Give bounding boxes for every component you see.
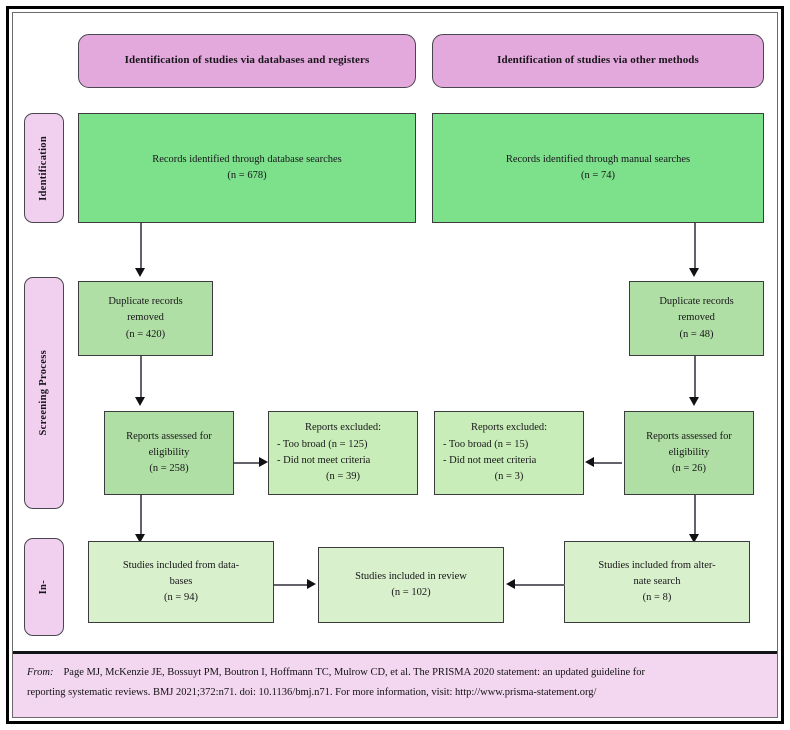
records-db-line1: Records identified through database sear… <box>152 153 342 165</box>
excluded-left-reason2-count: (n = 39) <box>326 471 360 483</box>
connector-included-db-to-review <box>274 584 309 586</box>
box-records-identified-database: Records identified through database sear… <box>78 113 416 223</box>
box-reports-assessed-right-text: Reports assessed for eligibility (n = 26… <box>633 429 745 478</box>
arrowhead-dup-right-to-assessed <box>689 397 699 406</box>
included-review-count: (n = 102) <box>391 587 431 598</box>
box-reports-excluded-right-text: Reports excluded: - Too broad (n = 15) -… <box>443 420 575 485</box>
box-records-identified-manual-text: Records identified through manual search… <box>441 152 755 185</box>
footer-citation-line2: reporting systematic reviews. BMJ 2021;3… <box>27 687 597 699</box>
arrowhead-assessed-left-to-excluded <box>259 457 268 467</box>
dup-left-line1: Duplicate records <box>108 296 183 308</box>
box-reports-assessed-left-text: Reports assessed for eligibility (n = 25… <box>113 429 225 478</box>
stage-label-identification-text: Identification <box>37 135 49 201</box>
records-manual-count: (n = 74) <box>581 170 615 181</box>
records-manual-line1: Records identified through manual search… <box>505 153 691 165</box>
connector-assessed-right-to-excluded <box>594 462 622 464</box>
excluded-right-reason1: - Too broad (n = 15) <box>443 438 529 450</box>
connector-assessed-right-to-included <box>694 495 696 537</box>
header-databases-registers-label: Identification of studies via databases … <box>124 54 370 67</box>
outer-frame <box>6 6 784 724</box>
excluded-right-reason2-count: (n = 3) <box>494 471 524 483</box>
box-studies-included-review-text: Studies included in review (n = 102) <box>327 569 495 602</box>
footer-citation-line1: Page MJ, McKenzie JE, Bossuyt PM, Boutro… <box>63 667 645 678</box>
box-reports-assessed-right: Reports assessed for eligibility (n = 26… <box>624 411 754 495</box>
included-db-line1: Studies included from data- <box>122 559 240 571</box>
arrowhead-included-alt-to-review <box>506 579 515 589</box>
assessed-left-count: (n = 258) <box>149 463 189 475</box>
excluded-left-title: Reports excluded: <box>304 422 382 434</box>
arrowhead-assessed-right-to-excluded <box>585 457 594 467</box>
connector-records-db-to-dup <box>140 223 142 271</box>
dup-right-count: (n = 48) <box>679 328 714 340</box>
box-reports-excluded-left: Reports excluded: - Too broad (n = 125) … <box>268 411 418 495</box>
connector-dup-right-to-assessed <box>694 356 696 400</box>
connector-included-alt-to-review <box>515 584 565 586</box>
footer-citation: From: Page MJ, McKenzie JE, Bossuyt PM, B… <box>13 654 777 717</box>
dup-right-line1: Duplicate records <box>659 296 734 308</box>
dup-left-line2: removed <box>127 312 164 324</box>
box-reports-excluded-left-text: Reports excluded: - Too broad (n = 125) … <box>277 420 409 485</box>
stage-label-included-text: In- <box>37 579 49 595</box>
excluded-left-reason2: - Did not meet criteria <box>277 455 371 466</box>
footer-divider <box>13 651 777 654</box>
dup-left-count: (n = 420) <box>125 328 166 340</box>
stage-label-identification: Identification <box>24 113 64 223</box>
excluded-right-title: Reports excluded: <box>470 422 548 434</box>
connector-assessed-left-to-included <box>140 495 142 537</box>
connector-records-manual-to-dup <box>694 223 696 271</box>
box-studies-included-databases-text: Studies included from data- bases (n = 9… <box>97 558 265 607</box>
header-other-methods-label: Identification of studies via other meth… <box>497 54 699 67</box>
footer-line-2: reporting systematic reviews. BMJ 2021;3… <box>27 683 763 703</box>
connector-dup-left-to-assessed <box>140 356 142 400</box>
assessed-left-line1: Reports assessed for <box>126 430 212 442</box>
included-alt-line1: Studies included from alter- <box>598 559 716 571</box>
footer-line-1: From: Page MJ, McKenzie JE, Bossuyt PM, B… <box>27 663 763 683</box>
box-records-identified-database-text: Records identified through database sear… <box>87 152 407 185</box>
arrowhead-assessed-left-to-included <box>135 534 145 543</box>
stage-label-screening: Screening Process <box>24 277 64 509</box>
footer-from-label: From: <box>27 667 54 678</box>
assessed-right-count: (n = 26) <box>672 463 706 475</box>
connector-assessed-left-to-excluded <box>234 462 261 464</box>
dup-right-line2: removed <box>678 312 715 324</box>
assessed-right-line1: Reports assessed for <box>646 430 732 442</box>
box-duplicates-removed-left: Duplicate records removed (n = 420) <box>78 281 213 356</box>
arrowhead-included-db-to-review <box>307 579 316 589</box>
header-databases-registers: Identification of studies via databases … <box>78 34 416 88</box>
arrowhead-records-manual-to-dup <box>689 268 699 277</box>
stage-label-screening-text: Screening Process <box>37 350 49 436</box>
box-reports-assessed-left: Reports assessed for eligibility (n = 25… <box>104 411 234 495</box>
header-other-methods: Identification of studies via other meth… <box>432 34 764 88</box>
box-studies-included-alternate: Studies included from alter- nate search… <box>564 541 750 623</box>
box-studies-included-databases: Studies included from data- bases (n = 9… <box>88 541 274 623</box>
arrowhead-records-db-to-dup <box>135 268 145 277</box>
box-reports-excluded-right: Reports excluded: - Too broad (n = 15) -… <box>434 411 584 495</box>
arrowhead-dup-left-to-assessed <box>135 397 145 406</box>
box-duplicates-removed-left-text: Duplicate records removed (n = 420) <box>87 294 204 343</box>
box-studies-included-alternate-text: Studies included from alter- nate search… <box>573 558 741 607</box>
assessed-right-line2: eligibility <box>668 446 710 458</box>
excluded-left-reason1: - Too broad (n = 125) <box>277 438 368 450</box>
box-studies-included-review: Studies included in review (n = 102) <box>318 547 504 623</box>
box-records-identified-manual: Records identified through manual search… <box>432 113 764 223</box>
arrowhead-assessed-right-to-included <box>689 534 699 543</box>
included-review-line1: Studies included in review <box>355 570 467 582</box>
records-db-count: (n = 678) <box>227 170 267 181</box>
box-duplicates-removed-right: Duplicate records removed (n = 48) <box>629 281 764 356</box>
excluded-right-reason2: - Did not meet criteria <box>443 455 537 466</box>
included-alt-line2: nate search <box>633 575 681 587</box>
included-db-line2: bases <box>169 575 193 587</box>
included-db-count: (n = 94) <box>164 592 198 604</box>
included-alt-count: (n = 8) <box>642 592 672 604</box>
assessed-left-line2: eligibility <box>148 446 190 458</box>
stage-label-included: In- <box>24 538 64 636</box>
box-duplicates-removed-right-text: Duplicate records removed (n = 48) <box>638 294 755 343</box>
